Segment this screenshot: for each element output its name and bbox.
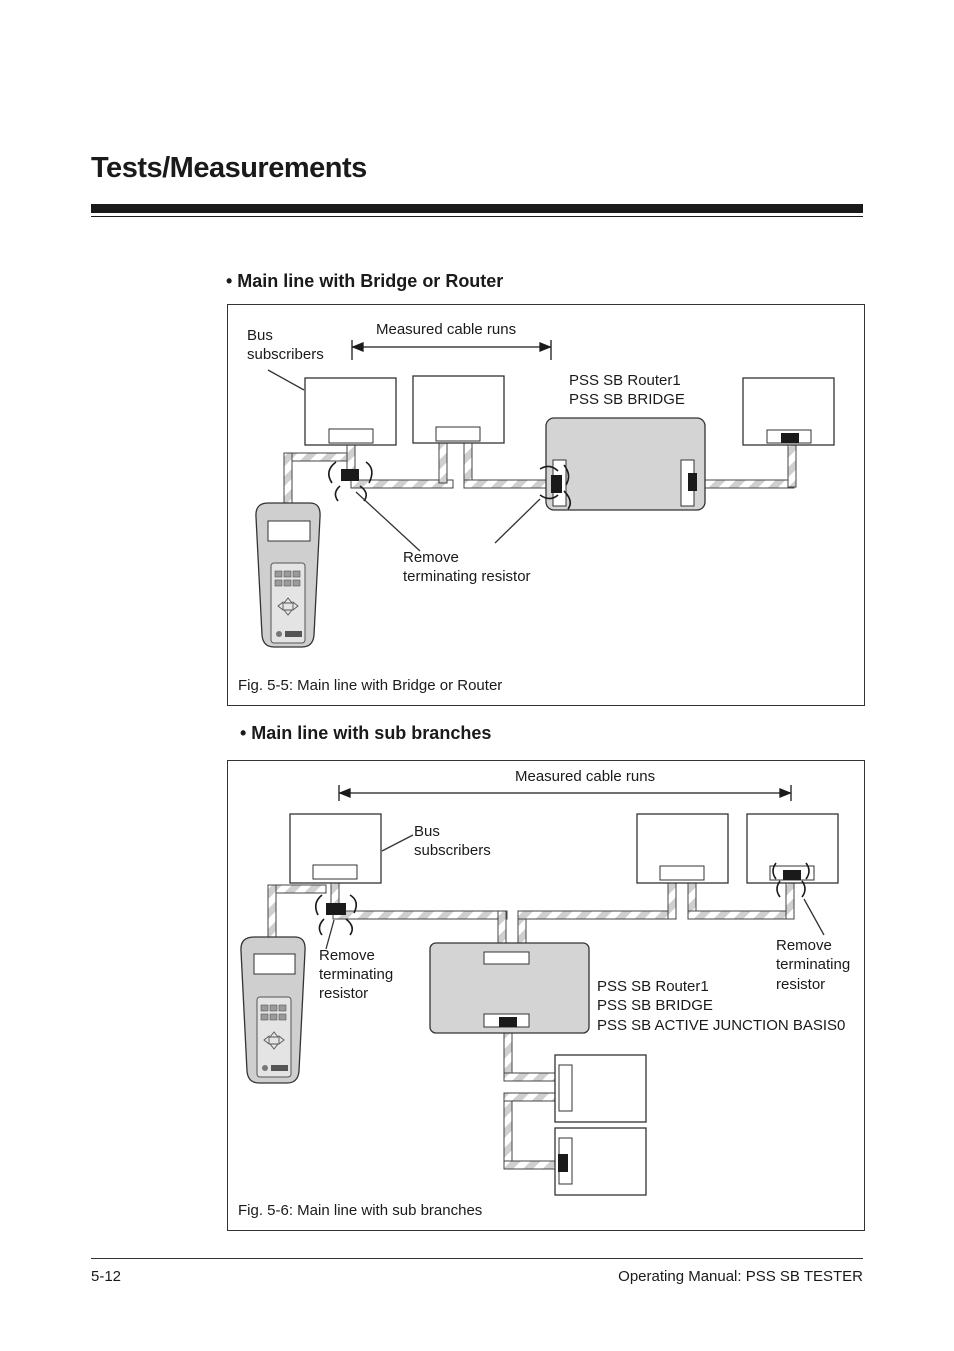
handheld-tester-icon <box>255 502 321 648</box>
bus-label: Bus <box>247 327 273 344</box>
router-label: PSS SB Router1 <box>569 372 681 389</box>
router-bridge-box <box>545 417 706 511</box>
measured-cable-runs-label: Measured cable runs <box>515 768 656 785</box>
page-number: 5-12 <box>91 1268 122 1285</box>
bus-label: Bus <box>414 823 440 840</box>
figure-caption: Fig. 5-6: Main line with sub branches <box>238 1202 483 1219</box>
cable-runs <box>267 872 795 1170</box>
bridge-label: PSS SB BRIDGE <box>569 391 685 408</box>
terminating-resistor-left <box>326 903 346 915</box>
section2-heading: • Main line with sub branches <box>240 723 492 743</box>
terminating-label-left: terminating <box>319 966 394 983</box>
terminating-resistor-1 <box>341 469 359 481</box>
resistor-label-right: resistor <box>776 976 826 993</box>
title-rule-thick <box>91 204 863 213</box>
remove-label: Remove <box>403 549 459 566</box>
subscribers-label: subscribers <box>247 346 324 363</box>
figure-5-5: Bus subscribers Measured cable runs PSS … <box>227 304 865 706</box>
junction-label: PSS SB ACTIVE JUNCTION BASIS0 <box>597 1017 846 1034</box>
handheld-tester-icon <box>240 936 306 1084</box>
router-connector-right <box>688 473 697 491</box>
router-junction-box <box>429 942 590 1034</box>
terminating-resistor-label: terminating resistor <box>403 568 531 585</box>
remove-label-left: Remove <box>319 947 375 964</box>
measured-arrow <box>338 785 792 801</box>
figure-5-6-diagram <box>240 785 839 1196</box>
footer-manual-title: Operating Manual: PSS SB TESTER <box>618 1268 863 1285</box>
footer-rule <box>91 1258 863 1259</box>
section1-heading: • Main line with Bridge or Router <box>226 271 504 291</box>
cable-runs <box>283 438 797 514</box>
router-label: PSS SB Router1 <box>597 978 709 995</box>
terminating-label-right: terminating <box>776 956 851 973</box>
page-title: Tests/Measurements <box>91 152 367 184</box>
figure-5-6: Measured cable runs Bus subscribers Remo… <box>227 760 865 1231</box>
figure-5-5-diagram <box>255 340 835 648</box>
measured-cable-runs-label: Measured cable runs <box>376 321 517 338</box>
resistor-label-left: resistor <box>319 985 369 1002</box>
terminating-resistor-2 <box>551 475 562 493</box>
measured-arrow <box>351 340 552 360</box>
subscribers-label: subscribers <box>414 842 491 859</box>
title-rule-thin <box>91 216 863 217</box>
figure-caption: Fig. 5-5: Main line with Bridge or Route… <box>238 677 503 694</box>
remove-label-right: Remove <box>776 937 832 954</box>
bridge-label: PSS SB BRIDGE <box>597 997 713 1014</box>
